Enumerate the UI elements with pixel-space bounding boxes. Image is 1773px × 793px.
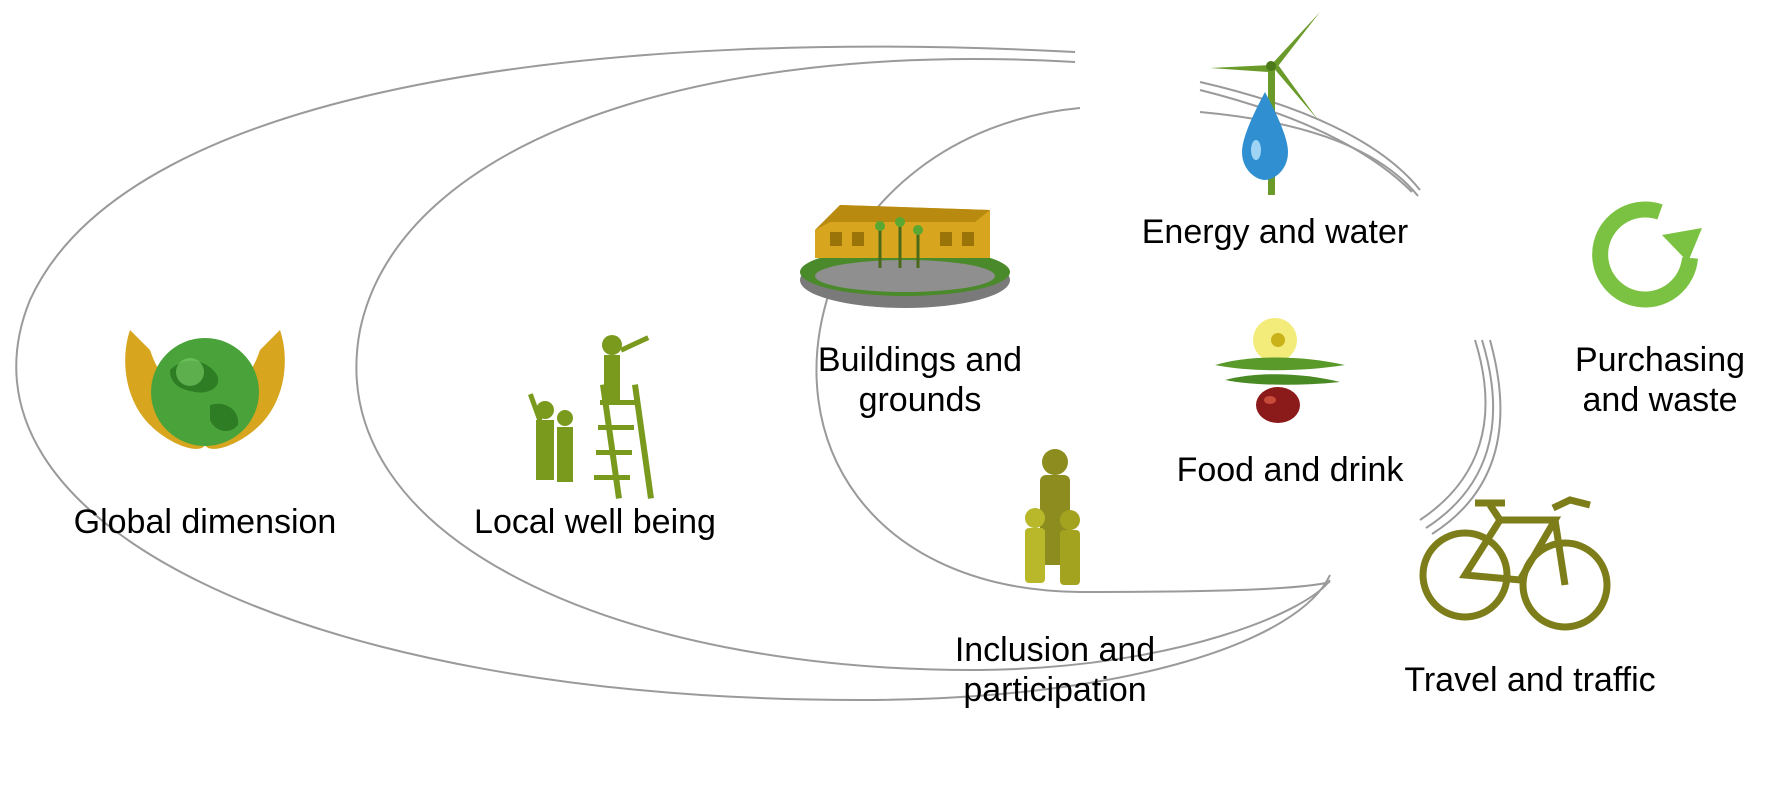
- globe-in-hands-icon: [125, 330, 285, 449]
- label-inclusion-and-participation: Inclusion and participation: [954, 631, 1156, 709]
- purchasing-travel-arc-3: [1431, 339, 1502, 535]
- label-energy-and-water: Energy and water: [1141, 213, 1409, 251]
- outer-ring: [15, 45, 1331, 702]
- people-ladder-icon: [527, 335, 654, 499]
- label-global-dimension: Global dimension: [73, 503, 337, 541]
- energy-purchasing-arc-1: [1199, 81, 1421, 191]
- middle-ring: [355, 58, 1331, 672]
- wind-turbine-water-drop-icon: [1210, 12, 1320, 195]
- label-buildings-and-grounds: Buildings and grounds: [817, 341, 1023, 419]
- inner-ring: [815, 107, 1331, 594]
- label-purchasing-and-waste: Purchasing and waste: [1574, 341, 1746, 419]
- label-food-and-drink: Food and drink: [1176, 451, 1404, 489]
- family-group-icon: [1025, 449, 1080, 585]
- energy-purchasing-arc-3: [1199, 111, 1419, 197]
- purchasing-travel-arc-2: [1425, 339, 1495, 529]
- energy-purchasing-arc-2: [1199, 89, 1413, 193]
- recycle-arrow-icon: [1592, 201, 1702, 308]
- bicycle-icon: [1419, 496, 1611, 631]
- purchasing-travel-arc-1: [1419, 339, 1487, 521]
- label-local-well-being: Local well being: [474, 503, 716, 541]
- food-plate-icon: [1215, 318, 1345, 423]
- school-building-icon: [800, 205, 1010, 308]
- label-travel-and-traffic: Travel and traffic: [1404, 661, 1656, 699]
